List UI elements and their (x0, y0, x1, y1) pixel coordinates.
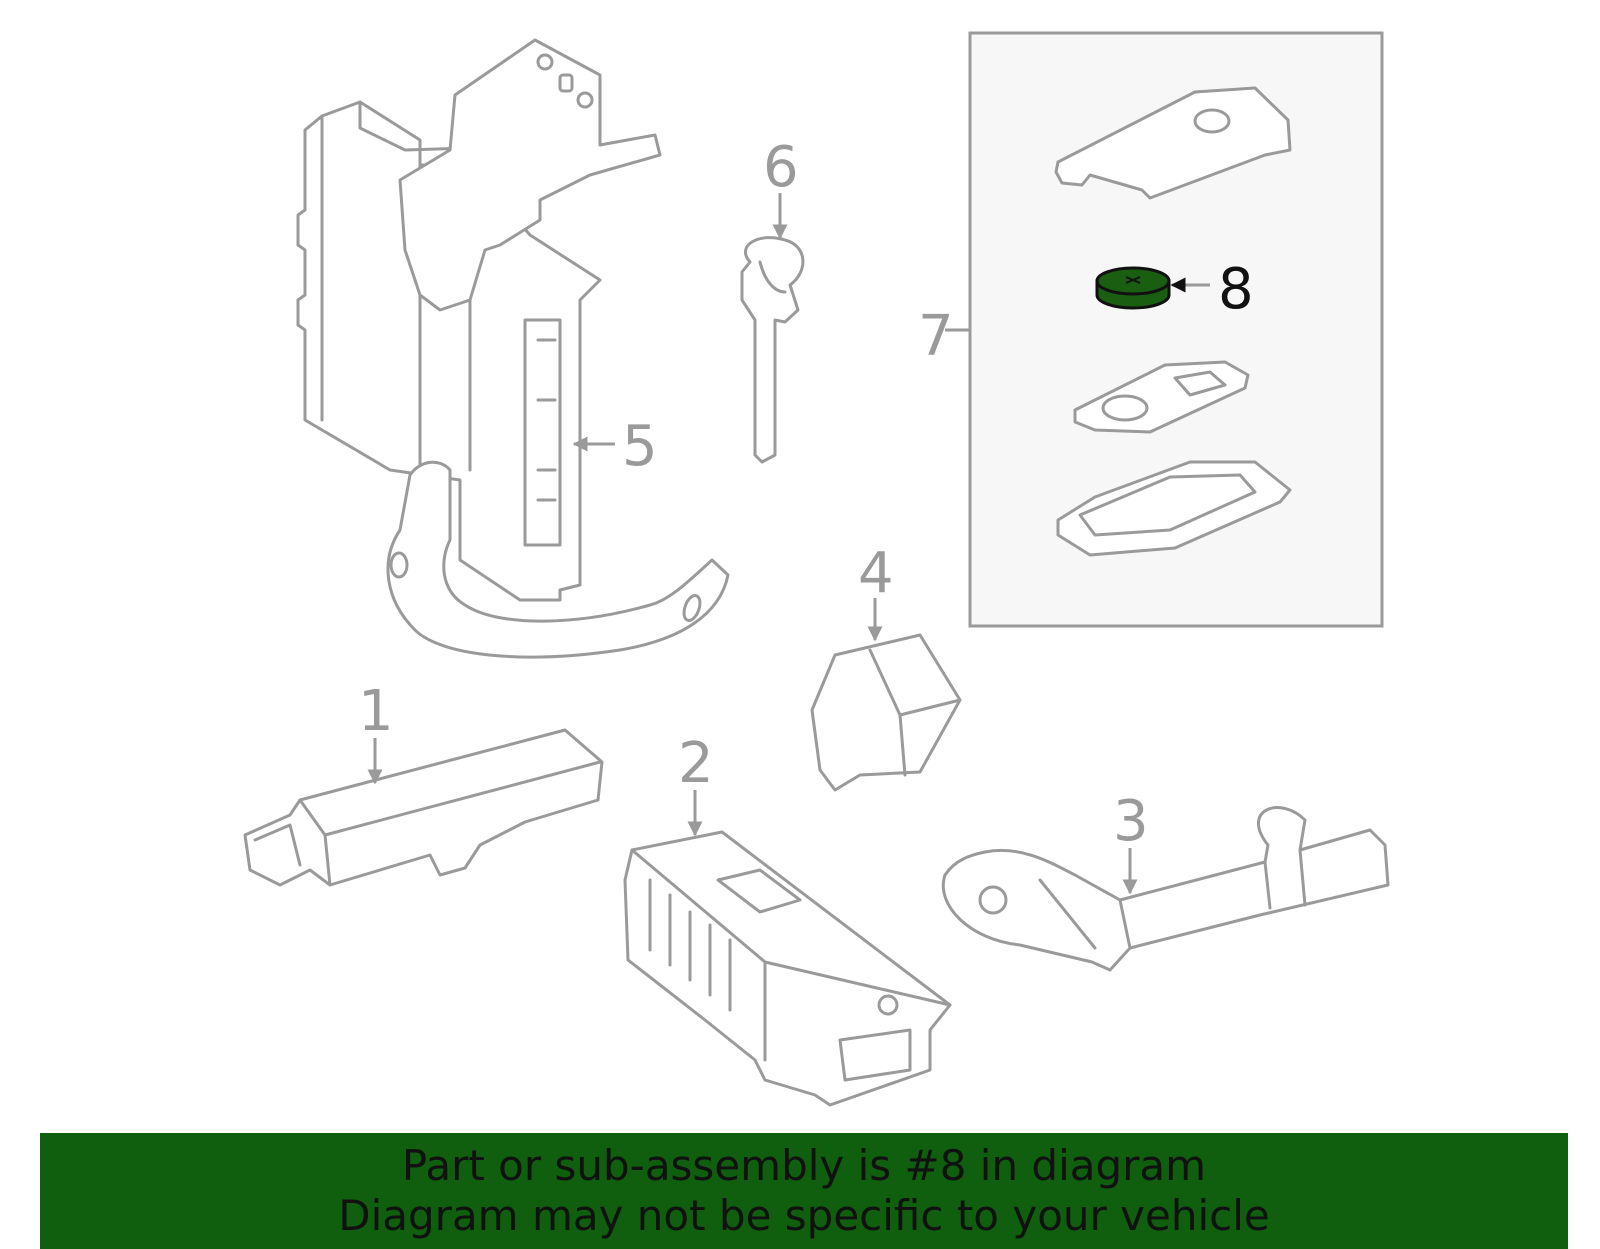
part-5-control-module[interactable] (296, 38, 730, 659)
notice-banner: Part or sub-assembly is #8 in diagram Di… (40, 1133, 1568, 1249)
banner-line-1: Part or sub-assembly is #8 in diagram (401, 1141, 1207, 1190)
battery-mark-icon (1125, 276, 1141, 284)
part-7-transmitter-assembly[interactable] (968, 31, 1384, 628)
part-1-antenna[interactable] (243, 728, 604, 887)
part-8-battery[interactable] (1095, 266, 1171, 310)
callout-7: 7 (918, 304, 954, 369)
callout-1: 1 (358, 679, 394, 744)
banner-line-2: Diagram may not be specific to your vehi… (338, 1191, 1270, 1240)
part-4-sensor[interactable] (810, 633, 962, 792)
callout-2: 2 (678, 731, 714, 796)
part-6-emergency-key[interactable] (740, 236, 805, 464)
callout-3: 3 (1113, 789, 1149, 854)
callout-8: 8 (1218, 257, 1254, 322)
callout-4: 4 (858, 541, 894, 606)
part-3-antenna-bracket[interactable] (941, 806, 1390, 972)
part-2-receiver[interactable] (623, 830, 952, 1107)
callout-6: 6 (763, 135, 799, 200)
callout-5: 5 (622, 414, 658, 479)
